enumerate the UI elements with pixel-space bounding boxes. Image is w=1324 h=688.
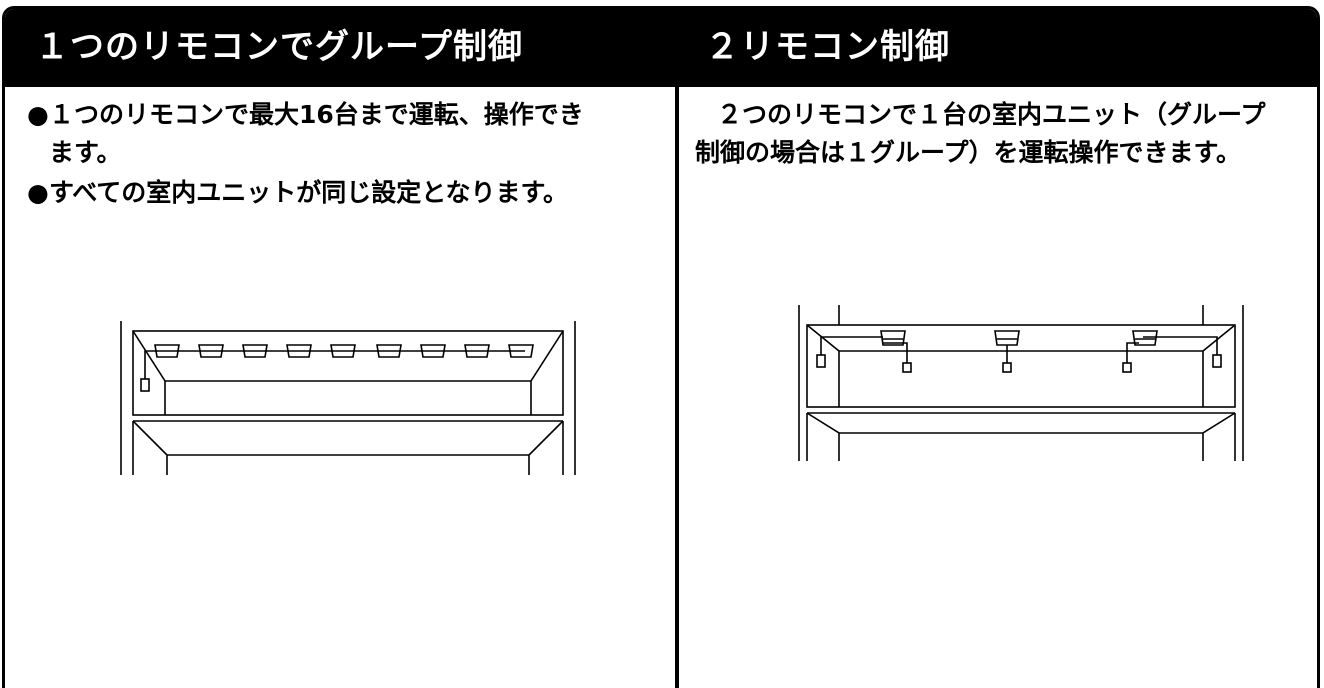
left-bullet-1-continued: ます。	[49, 138, 122, 167]
right-text-line-1: ２つのリモコンで１台の室内ユニット（グループ	[717, 100, 1266, 129]
left-bullet-1: ●１つのリモコンで最大16台まで運転、操作でき	[27, 97, 584, 133]
two-remote-control-diagram	[798, 305, 1244, 461]
panel-divider	[675, 87, 679, 688]
right-panel-title: ２リモコン制御	[705, 27, 950, 67]
left-panel-title: １つのリモコンでグループ制御	[35, 27, 523, 67]
group-control-diagram	[120, 321, 576, 475]
left-bullet-1-text: １つのリモコンで最大16台まで運転、操作でき	[49, 100, 584, 129]
remote-controller-left	[816, 354, 826, 368]
left-bullet-2: ●すべての室内ユニットが同じ設定となります。	[27, 175, 568, 211]
remote-controller-right	[1212, 354, 1222, 368]
indoor-unit-icons	[154, 344, 534, 358]
header-bar	[5, 9, 1317, 87]
indoor-unit-icons	[880, 330, 1158, 346]
figure-frame: １つのリモコンでグループ制御 ２リモコン制御 ●１つのリモコンで最大16台まで運…	[2, 6, 1320, 688]
right-text-line-2: 制御の場合は１グループ）を運転操作できます。	[695, 138, 1242, 167]
bullet-icon: ●	[27, 178, 49, 207]
bullet-icon: ●	[27, 100, 49, 129]
left-bullet-2-text: すべての室内ユニットが同じ設定となります。	[49, 178, 569, 207]
